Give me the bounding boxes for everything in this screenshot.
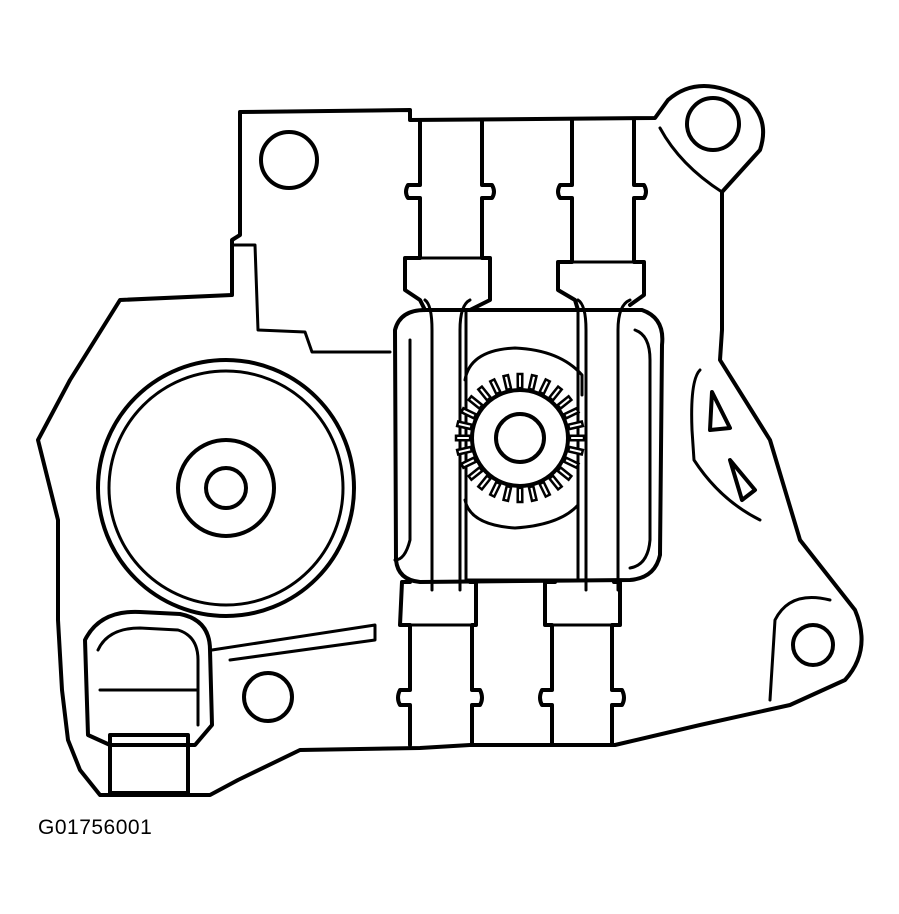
motor-shaft [204,466,248,510]
gear-tooth [459,455,478,470]
gear-tooth [566,445,585,457]
gear-tooth [555,465,574,482]
gear-tooth [527,484,539,503]
gear-tooth [488,480,503,499]
motor-shaft-boss [176,438,276,538]
channel-bottom-right [538,580,557,747]
gear-shaft [494,412,546,464]
gear-cavity-outline [393,308,665,584]
gear-tooth [566,419,585,431]
channel-bottom-right-b [610,580,626,747]
gear-tooth [516,486,524,504]
cavity-inner-left [393,338,412,562]
gear-sector-lower [463,498,580,530]
gear-tooth [537,480,552,499]
gear-hub [470,388,570,488]
gear-sector-upper [463,346,584,397]
right-triangle-vent-upper [708,390,732,432]
gear-tooth [501,373,513,392]
gear-tooth [547,473,564,492]
channel-bottom-left [396,580,412,747]
gear-tooth [466,394,485,411]
rail-right-outer [576,298,588,592]
gear-tooth [501,484,513,503]
gear-tooth [476,384,493,403]
mount-hole-bottom-right [791,623,835,667]
mount-hole-top-right [685,96,741,152]
gear-tooth [488,377,503,396]
gear-tooth [562,455,581,470]
mount-hole-top-left [259,130,319,190]
gear-tooth [466,465,485,482]
motor-drum-inner [107,369,345,607]
gear-tooth [454,434,472,442]
housing-rib [210,623,377,662]
rail-left-inner [458,298,472,592]
rail-right-inner [616,298,632,592]
right-triangle-vent-lower [728,458,757,502]
lower-right-ear-outline [768,596,832,702]
motor-drum-outer [96,358,356,618]
channel-top-left-b [468,118,496,312]
connector-plug [108,733,190,795]
gear-tooth [547,384,564,403]
gear-tooth [459,406,478,421]
housing-inner-step [230,243,392,354]
gear-plate [464,308,580,582]
cavity-inner-right [628,328,652,570]
gear-tooth [537,377,552,396]
channel-bottom-left-b [468,580,484,747]
gear-tooth [527,373,539,392]
rail-left-outer [423,298,434,592]
electrical-connector [83,609,214,747]
gear-tooth [516,372,524,390]
right-side-contour [690,368,762,522]
gear-tooth [562,406,581,421]
connector-inner-outline [96,626,200,727]
channel-top-left [403,118,427,312]
gear-tooth [555,394,574,411]
mount-hole-bottom [242,671,294,723]
channel-top-right [556,118,580,312]
motor-housing-outline [36,84,864,797]
ear-outline [658,126,724,194]
channel-top-right-b [628,118,648,307]
figure-id-label: G01756001 [38,816,153,839]
gear-tooth [476,473,493,492]
gear-tooth [568,434,586,442]
